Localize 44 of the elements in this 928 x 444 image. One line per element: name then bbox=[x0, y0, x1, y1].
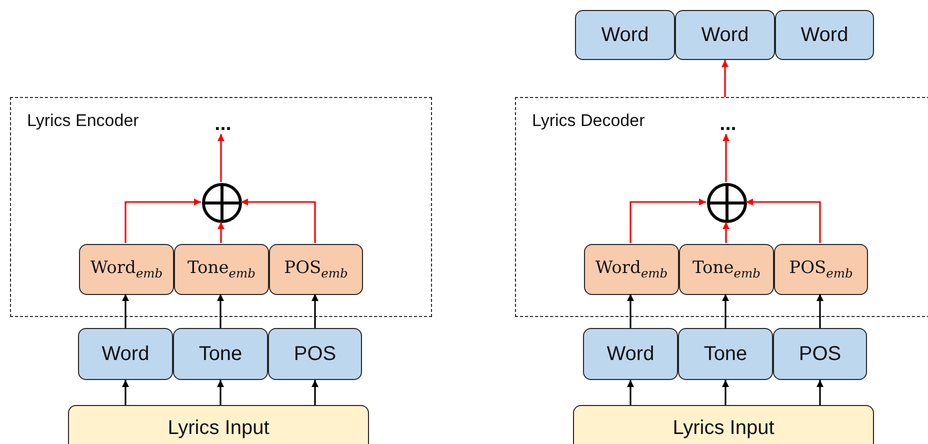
input-box: Lyrics Input bbox=[573, 405, 874, 444]
arrow bbox=[312, 380, 318, 405]
arrow bbox=[630, 198, 706, 243]
module-title: Lyrics Decoder bbox=[532, 111, 645, 131]
arrow bbox=[816, 294, 824, 328]
arrow bbox=[746, 198, 821, 243]
arrow bbox=[722, 60, 728, 97]
arrow bbox=[722, 222, 730, 243]
arrow bbox=[218, 134, 224, 182]
arrow bbox=[627, 380, 634, 405]
arrow bbox=[217, 294, 224, 328]
token-box: Word bbox=[583, 328, 678, 380]
arrow bbox=[722, 380, 729, 405]
token-box: Word bbox=[575, 10, 675, 60]
token-box: POS bbox=[268, 328, 362, 380]
embedding-box: Word$_{emb}$ bbox=[79, 244, 174, 295]
token-box: Word bbox=[675, 10, 775, 60]
arrow bbox=[122, 380, 129, 405]
token-box: POS bbox=[773, 328, 867, 380]
ellipsis-text: ... bbox=[712, 113, 744, 135]
arrow bbox=[122, 294, 129, 328]
input-box: Lyrics Input bbox=[68, 405, 369, 444]
embedding-box: Word$_{emb}$ bbox=[584, 244, 679, 295]
token-box: Tone bbox=[173, 328, 268, 380]
ellipsis-text: ... bbox=[207, 113, 239, 135]
dashed-module-frame bbox=[515, 97, 928, 317]
embedding-box: Tone$_{emb}$ bbox=[679, 244, 774, 295]
arrow bbox=[218, 222, 224, 243]
dashed-module-frame bbox=[10, 97, 432, 317]
arrow bbox=[124, 198, 201, 243]
embedding-box: POS$_{emb}$ bbox=[774, 244, 868, 295]
arrow bbox=[816, 380, 824, 405]
arrow bbox=[312, 294, 318, 328]
arrow bbox=[627, 294, 634, 328]
arrow bbox=[722, 134, 730, 182]
module-title: Lyrics Encoder bbox=[27, 111, 139, 131]
embedding-box: POS$_{emb}$ bbox=[269, 244, 363, 295]
arrow bbox=[241, 198, 316, 243]
embedding-box: Tone$_{emb}$ bbox=[174, 244, 269, 295]
token-box: Word bbox=[78, 328, 173, 380]
arrow bbox=[217, 380, 224, 405]
token-box: Tone bbox=[678, 328, 773, 380]
arrow bbox=[722, 294, 729, 328]
token-box: Word bbox=[775, 10, 874, 60]
